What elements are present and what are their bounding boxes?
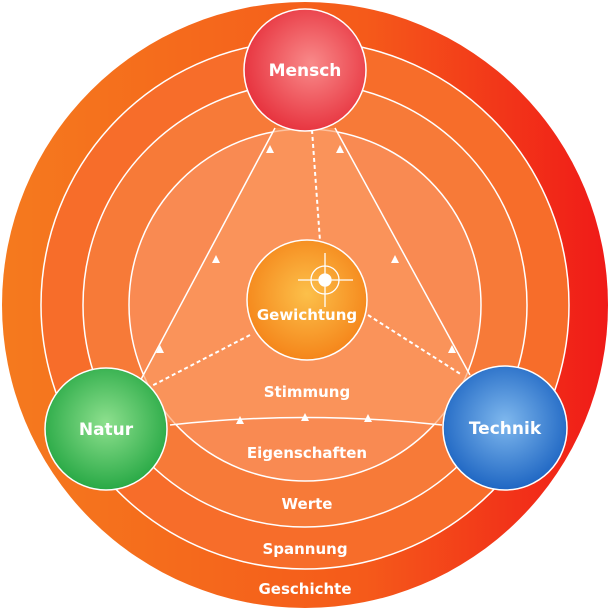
label-geschichte: Geschichte [258,580,351,598]
arrow-markers [156,145,456,424]
node-mensch-label: Mensch [269,61,342,81]
node-gewichtung-label: Gewichtung [257,306,357,324]
node-technik-label: Technik [469,419,542,439]
node-natur[interactable]: Natur [44,367,168,491]
node-gewichtung[interactable]: Gewichtung [246,239,368,361]
label-stimmung: Stimmung [264,383,350,401]
node-technik[interactable]: Technik [442,365,568,491]
label-spannung: Spannung [262,540,347,558]
target-icon [298,253,353,307]
label-eigenschaften: Eigenschaften [247,444,367,462]
node-mensch[interactable]: Mensch [243,8,367,132]
node-natur-label: Natur [79,420,134,440]
label-werte: Werte [282,495,333,513]
dashed-lines [139,129,463,393]
